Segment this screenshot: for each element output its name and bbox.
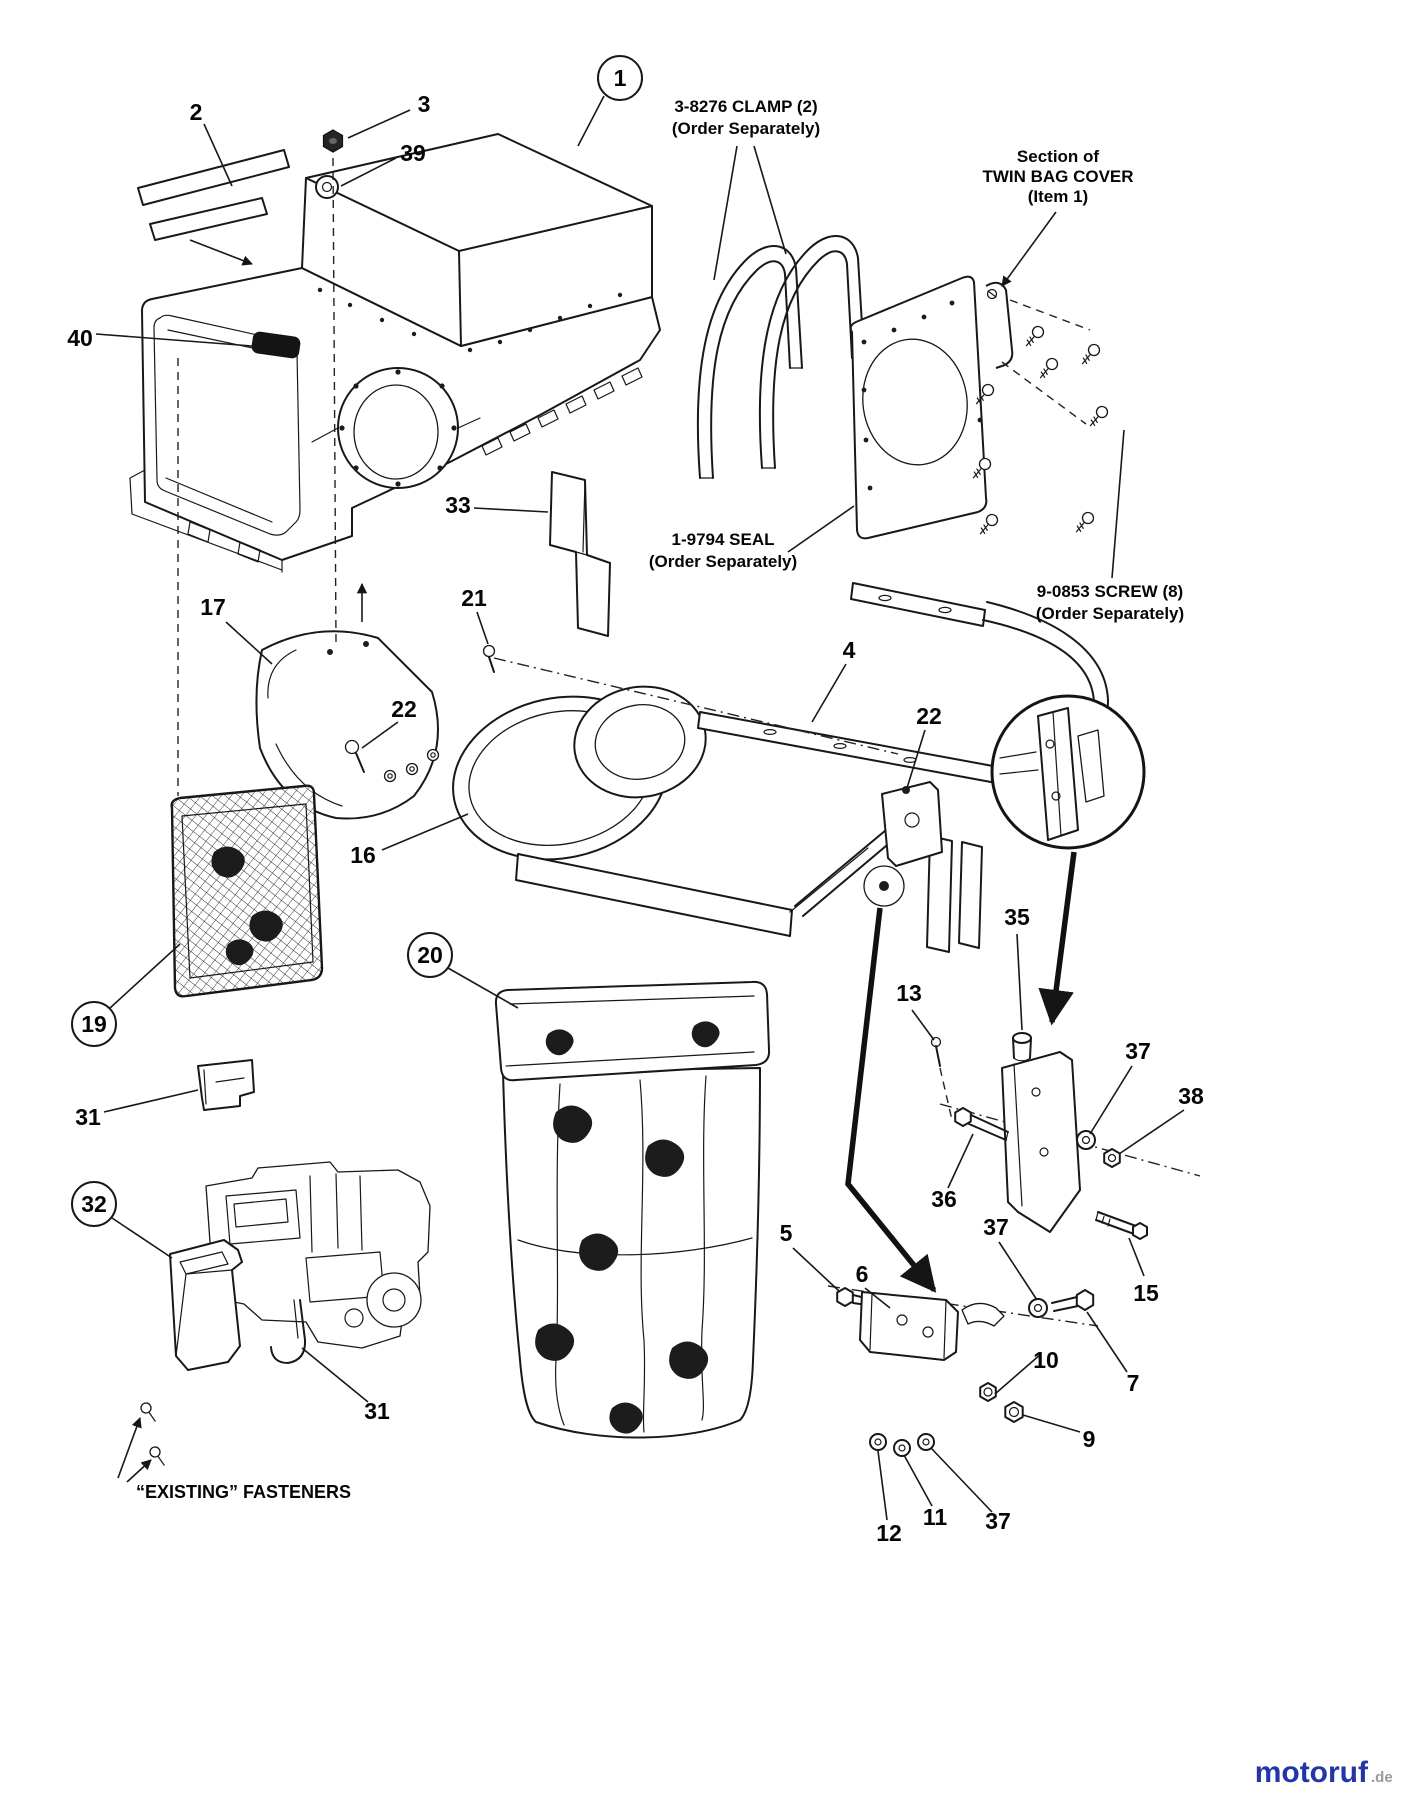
watermark-suffix: .de: [1371, 1769, 1393, 1786]
callout-20-label: 20: [417, 942, 443, 968]
adapter-ring-drawing-item16: [452, 685, 707, 861]
callout-12: 12: [876, 1520, 902, 1546]
callout-17: 17: [200, 594, 226, 620]
nut-drawing-item9: [1004, 1401, 1024, 1423]
callout-40: 40: [67, 325, 93, 351]
washer-drawing-item39: [315, 175, 339, 199]
note-section-line1: Section of: [1017, 147, 1100, 166]
seal-strip-drawing-item2: [137, 149, 290, 266]
callout-19-circled: 19: [71, 1001, 117, 1047]
callout-1-label: 1: [614, 65, 627, 91]
washer-drawing-item37c: [917, 1433, 935, 1451]
note-seal-line1: 1-9794 SEAL: [672, 530, 775, 549]
note-screw: 9-0853 SCREW (8) (Order Separately): [1036, 582, 1184, 623]
callout-2: 2: [190, 99, 203, 125]
mount-bracket-hardware-bottom: [827, 1285, 1099, 1457]
callout-9: 9: [1083, 1426, 1096, 1452]
nut-drawing-item10: [979, 1382, 997, 1402]
screw-drawing-item21: [482, 644, 496, 673]
leader-lines: [95, 95, 1185, 1521]
latch-plate-hardware-right: [930, 1032, 1201, 1240]
clamp-drawings: [696, 235, 865, 479]
nut-drawing-item3: [322, 129, 344, 153]
screw-set-drawing: [972, 325, 1109, 535]
note-existing-fasteners: “EXISTING” FASTENERS: [136, 1482, 351, 1502]
callout-7: 7: [1127, 1370, 1140, 1396]
callout-1-circled: 1: [597, 55, 643, 101]
callout-31-hook: 31: [364, 1398, 390, 1424]
washer-drawing-item37a: [1076, 1130, 1096, 1150]
callout-22-left: 22: [391, 696, 417, 722]
hook-drawing-item31b: [270, 1299, 307, 1364]
callout-37-upper: 37: [1125, 1038, 1151, 1064]
callout-38: 38: [1178, 1083, 1204, 1109]
washer-drawing-item11: [893, 1439, 911, 1457]
callout-11: 11: [923, 1504, 948, 1530]
bracket-drawing-item33: [549, 471, 611, 637]
callout-5: 5: [780, 1220, 793, 1246]
callout-36: 36: [931, 1186, 957, 1212]
seal-panel-rivet-dots: [861, 300, 983, 491]
mower-deck-drawing: [205, 1161, 431, 1349]
screen-panel-drawing-item19: [170, 784, 324, 998]
callout-19-label: 19: [81, 1011, 107, 1037]
note-clamp-line2: (Order Separately): [672, 119, 820, 138]
callout-31-clip: 31: [75, 1104, 101, 1130]
note-section-line2: TWIN BAG COVER: [982, 167, 1133, 186]
callout-20-circled: 20: [407, 932, 453, 978]
bag-camo-spots: [535, 1021, 720, 1434]
nut-drawing-item38: [1103, 1148, 1121, 1168]
note-section: Section of TWIN BAG COVER (Item 1): [982, 147, 1133, 206]
clip-drawing-item31: [197, 1059, 255, 1111]
note-screw-line2: (Order Separately): [1036, 604, 1184, 623]
callout-22-frame: 22: [916, 703, 942, 729]
note-screw-line1: 9-0853 SCREW (8): [1037, 582, 1183, 601]
callout-37-lower: 37: [985, 1508, 1011, 1534]
bolt-drawing-item15: [1095, 1211, 1148, 1240]
existing-fasteners-drawing: [117, 1402, 165, 1483]
callout-33: 33: [445, 492, 471, 518]
seam-rivet-dots: [317, 287, 623, 353]
latch-hook-drawing: [961, 1302, 1005, 1327]
note-seal: 1-9794 SEAL (Order Separately): [649, 530, 797, 571]
decal-drawing-item40: [251, 331, 301, 359]
callout-4: 4: [843, 637, 856, 663]
cover-section-bracket-drawing: [985, 281, 1091, 425]
note-seal-line2: (Order Separately): [649, 552, 797, 571]
washer-drawing-item12: [869, 1433, 887, 1451]
callout-35: 35: [1004, 904, 1030, 930]
hardware-item22-left: [344, 739, 440, 783]
callout-16: 16: [350, 842, 376, 868]
callout-10: 10: [1033, 1347, 1059, 1373]
housing-rivet-dots: [339, 369, 457, 487]
callout-6: 6: [856, 1261, 869, 1287]
thick-arrows: [845, 851, 1077, 1293]
callout-32-circled: 32: [71, 1181, 117, 1227]
callout-21: 21: [461, 585, 487, 611]
bushing-drawing-item35: [1012, 1032, 1032, 1062]
callout-37-mid: 37: [983, 1214, 1009, 1240]
pin-drawing-item13: [930, 1036, 953, 1121]
assembly-axis-lines: [177, 157, 899, 796]
bolt-drawing-item7: [1051, 1289, 1095, 1312]
chute-drawing-item32: [169, 1239, 243, 1371]
watermark-brand: motoruf: [1255, 1756, 1369, 1789]
callout-39: 39: [400, 140, 426, 166]
bolt-drawing-item36: [954, 1107, 1009, 1141]
bracket-drawing-item6: [859, 1291, 959, 1361]
callout-13: 13: [896, 980, 922, 1006]
bag-drawing-item20: [494, 980, 771, 1439]
vent-slots: [481, 367, 643, 456]
note-section-line3: (Item 1): [1028, 187, 1088, 206]
seal-panel-drawing: [849, 275, 988, 540]
note-clamp-line1: 3-8276 CLAMP (2): [674, 97, 817, 116]
watermark: motoruf .de: [1255, 1756, 1393, 1789]
note-clamp: 3-8276 CLAMP (2) (Order Separately): [672, 97, 820, 138]
callout-15: 15: [1133, 1280, 1159, 1306]
detail-circle: [990, 694, 1146, 850]
callout-3: 3: [418, 91, 431, 117]
callout-32-label: 32: [81, 1191, 107, 1217]
washer-drawing-item37b: [1028, 1298, 1048, 1318]
frame-drawing-item4: [515, 582, 1109, 953]
